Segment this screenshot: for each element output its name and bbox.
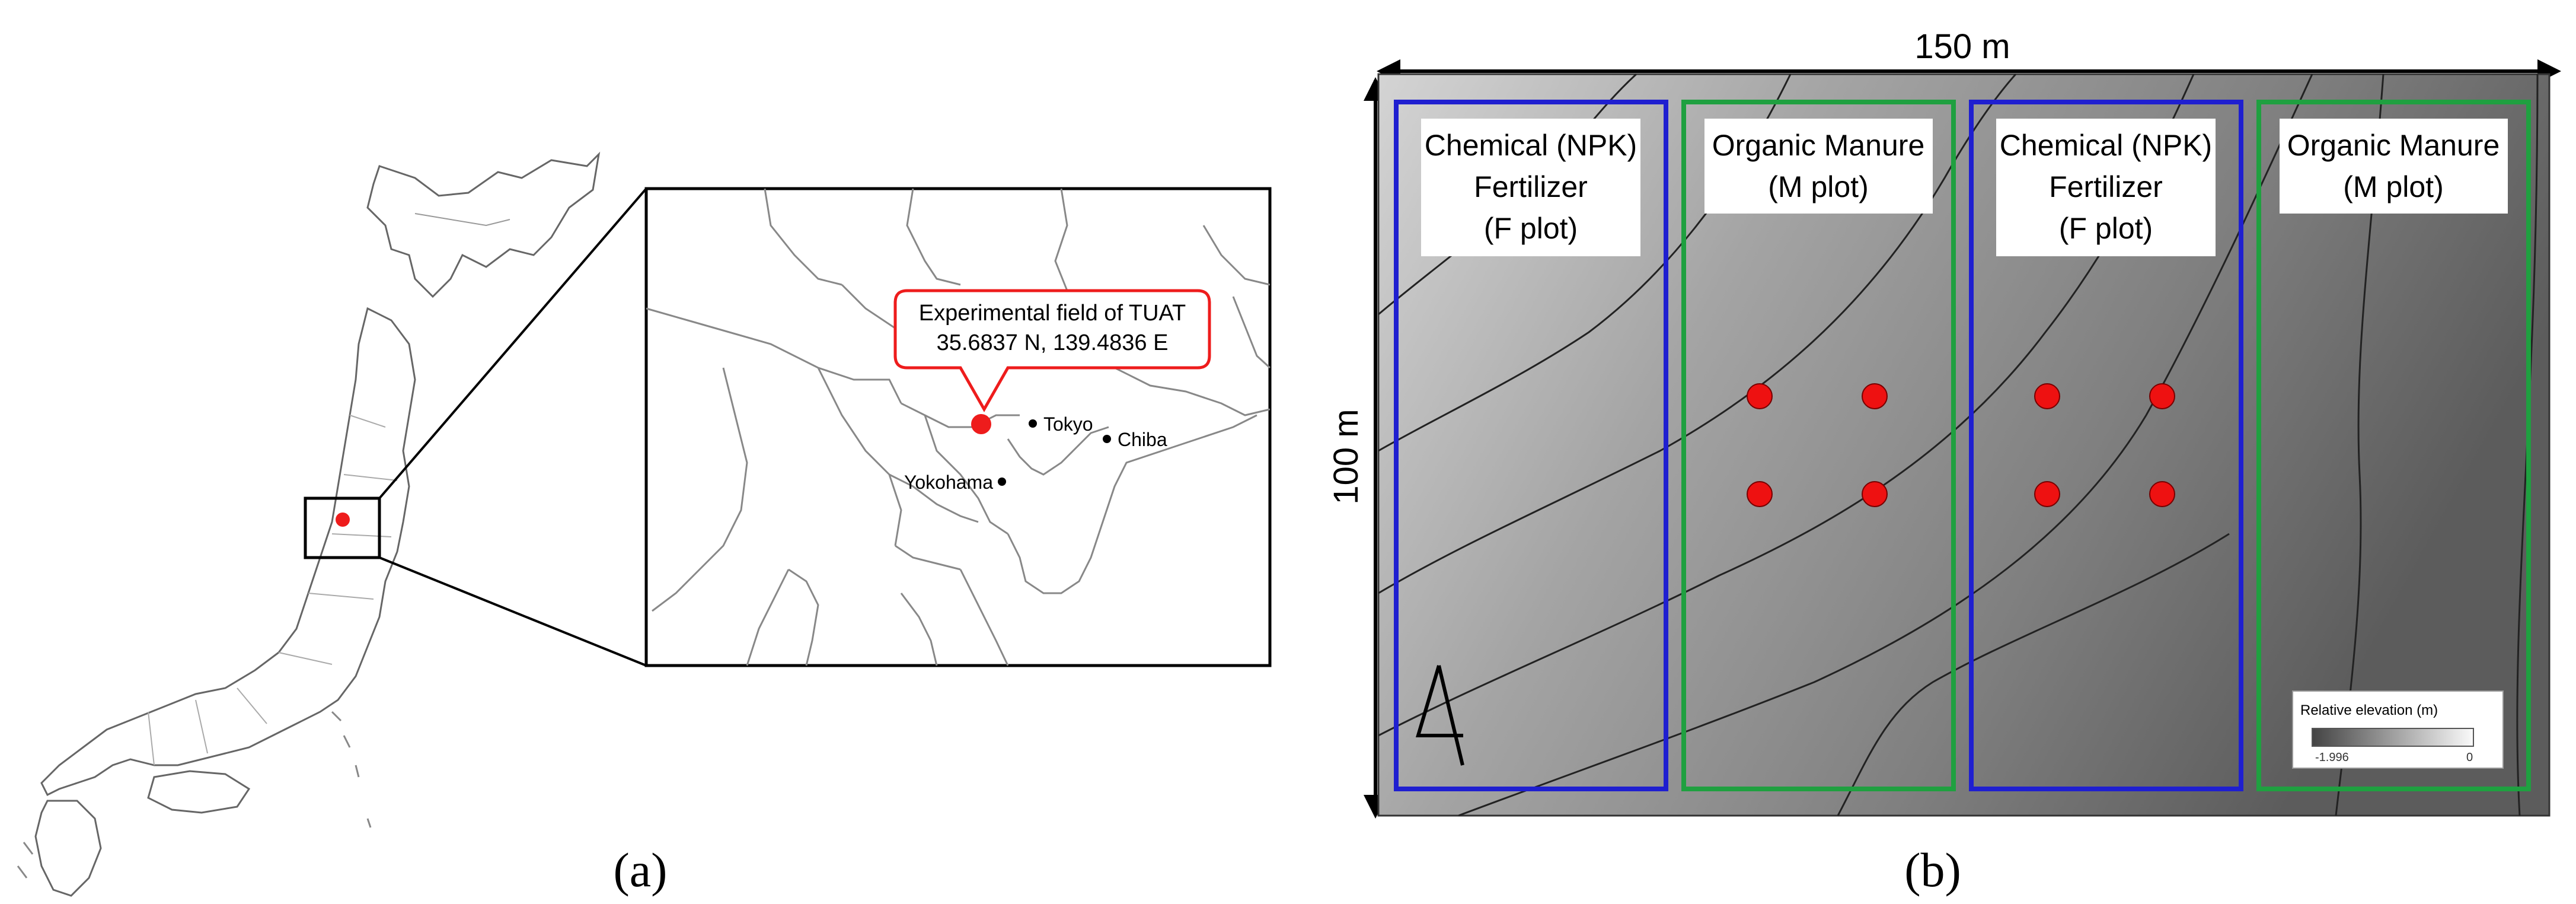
site-marker-small: [336, 513, 350, 527]
svg-text:Organic Manure: Organic Manure: [1712, 129, 1925, 162]
height-label: 100 m: [1327, 409, 1365, 504]
city-dot-tokyo: [1029, 419, 1037, 428]
sample-point: [2034, 481, 2060, 507]
svg-text:Organic Manure: Organic Manure: [2287, 129, 2500, 162]
site-callout: Experimental field of TUAT 35.6837 N, 13…: [893, 289, 1211, 413]
svg-text:(F plot): (F plot): [2059, 212, 2153, 245]
plot-4-border: [2256, 100, 2531, 791]
sample-point: [1747, 383, 1773, 409]
plot-1-border: [1394, 100, 1668, 791]
city-label-chiba: Chiba: [1118, 429, 1167, 450]
width-label: 150 m: [1914, 27, 2010, 66]
sample-point: [1862, 481, 1888, 507]
location-map-panel: Experimental field of TUAT 35.6837 N, 13…: [17, 151, 1272, 897]
plot-3-label: Chemical (NPK) Fertilizer (F plot): [1996, 119, 2216, 256]
callout-coordinates: 35.6837 N, 139.4836 E: [937, 330, 1169, 355]
caption-b: (b): [1904, 843, 1961, 897]
sample-point: [2149, 481, 2175, 507]
site-marker: [971, 414, 991, 434]
plot-2-label: Organic Manure (M plot): [1704, 119, 1933, 214]
sample-point: [2034, 383, 2060, 409]
inset-selection-box: [304, 496, 381, 559]
svg-text:(M plot): (M plot): [2343, 170, 2443, 203]
svg-text:Fertilizer: Fertilizer: [1474, 170, 1588, 203]
sample-point: [1862, 383, 1888, 409]
city-label-yokohama: Yokohama: [904, 472, 993, 493]
svg-text:(M plot): (M plot): [1768, 170, 1868, 203]
plot-3-border: [1969, 100, 2243, 791]
callout-title: Experimental field of TUAT: [919, 301, 1186, 326]
svg-text:(F plot): (F plot): [1484, 212, 1578, 245]
svg-text:Chemical (NPK): Chemical (NPK): [2000, 129, 2212, 162]
sampling-points: [1747, 383, 2175, 507]
legend-gradient: [2312, 728, 2474, 747]
japan-map: [17, 151, 601, 897]
city-dot-yokohama: [998, 478, 1006, 486]
inset-boundaries: [646, 188, 1271, 666]
plot-2-border: [1681, 100, 1956, 791]
plot-4-label: Organic Manure (M plot): [2280, 119, 2508, 214]
plot-1-label: Chemical (NPK) Fertilizer (F plot): [1421, 119, 1640, 256]
caption-a: (a): [613, 843, 668, 897]
legend-min: -1.996: [2315, 751, 2349, 764]
svg-text:Fertilizer: Fertilizer: [2049, 170, 2163, 203]
elevation-legend: Relative elevation (m) -1.996 0: [2292, 690, 2504, 769]
sample-point: [2149, 383, 2175, 409]
sample-point: [1747, 481, 1773, 507]
legend-title: Relative elevation (m): [2300, 702, 2438, 718]
svg-text:Chemical (NPK): Chemical (NPK): [1425, 129, 1637, 162]
city-label-tokyo: Tokyo: [1043, 413, 1093, 435]
city-dot-chiba: [1103, 435, 1111, 443]
legend-max: 0: [2466, 751, 2473, 764]
north-arrow-icon: [1415, 665, 1464, 766]
